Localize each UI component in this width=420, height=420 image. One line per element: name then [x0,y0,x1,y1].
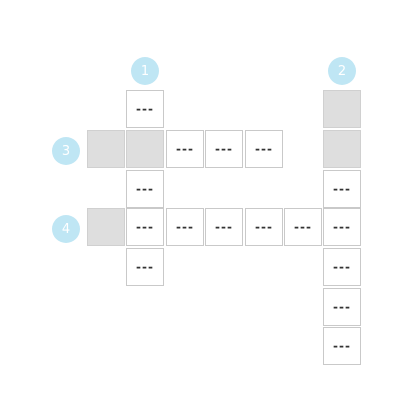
shaded-cell [87,208,125,246]
shaded-cell [323,90,361,128]
crossword-cell[interactable]: --- [126,170,164,208]
clue-number-3[interactable]: 3 [52,137,80,165]
crossword-cell[interactable]: --- [245,208,283,246]
shaded-cell [87,130,125,168]
clue-number-2[interactable]: 2 [328,57,356,85]
crossword-cell[interactable]: --- [323,170,361,208]
crossword-cell[interactable]: --- [323,248,361,286]
crossword-cell[interactable]: --- [166,208,204,246]
crossword-cell[interactable]: --- [323,288,361,326]
clue-number-1[interactable]: 1 [131,57,159,85]
crossword-cell[interactable]: --- [126,208,164,246]
crossword-cell[interactable]: --- [205,130,243,168]
clue-number-4[interactable]: 4 [52,215,80,243]
shaded-cell [323,130,361,168]
crossword-cell[interactable]: --- [323,327,361,365]
crossword-cell[interactable]: --- [284,208,322,246]
shaded-cell [126,130,164,168]
crossword-cell[interactable]: --- [205,208,243,246]
crossword-cell[interactable]: --- [323,208,361,246]
crossword-cell[interactable]: --- [166,130,204,168]
crossword-cell[interactable]: --- [126,90,164,128]
crossword-cell[interactable]: --- [245,130,283,168]
crossword-cell[interactable]: --- [126,248,164,286]
